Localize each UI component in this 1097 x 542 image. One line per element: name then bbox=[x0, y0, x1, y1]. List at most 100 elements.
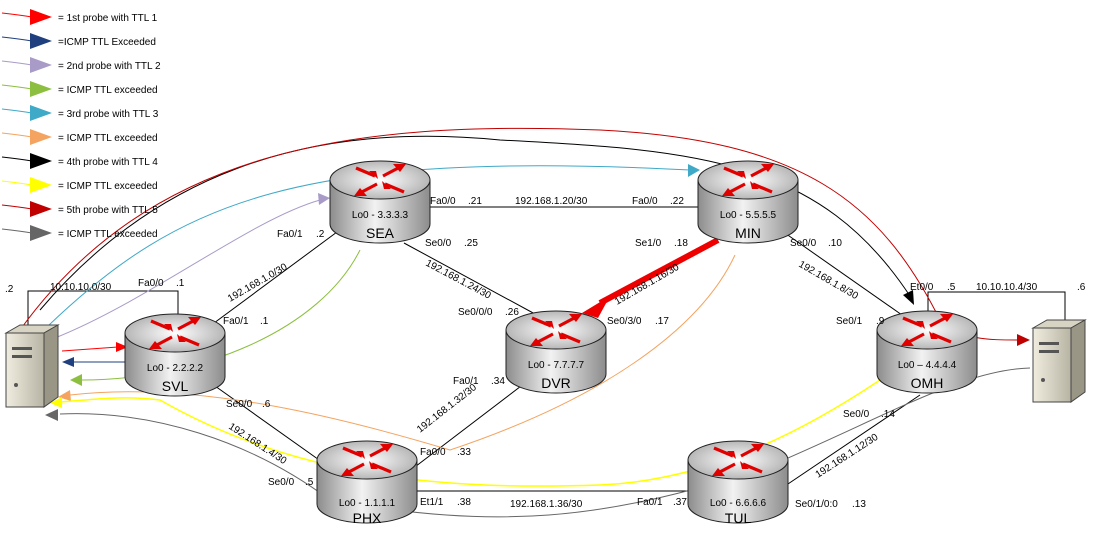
host-left bbox=[4, 324, 60, 408]
min-se00: Se0/0 bbox=[790, 238, 817, 249]
legend-line bbox=[1, 156, 33, 162]
svl-se00-addr: .6 bbox=[262, 399, 271, 410]
dvr-fa01-addr: .34 bbox=[491, 376, 505, 387]
sea-fa01: Fa0/1 bbox=[277, 229, 303, 240]
router-svl-name: SVL bbox=[162, 378, 189, 394]
dvr-se030-addr: .17 bbox=[655, 316, 669, 327]
dvr-fa01: Fa0/1 bbox=[453, 376, 479, 387]
sea-fa01-addr: .2 bbox=[316, 229, 325, 240]
router-dvr: Lo0 - 7.7.7.7 DVR bbox=[504, 309, 608, 395]
net-min-dvr: 192.168.1.16/30 bbox=[613, 262, 681, 308]
router-phx-loopback: Lo0 - 1.1.1.1 bbox=[339, 498, 396, 509]
legend-label: =ICMP TTL Exceeded bbox=[58, 37, 156, 48]
host-right bbox=[1031, 319, 1087, 403]
router-phx-name: PHX bbox=[353, 510, 382, 526]
legend-line bbox=[1, 108, 33, 114]
legend-arrow-icon bbox=[30, 57, 52, 73]
min-se00-addr: .10 bbox=[828, 238, 842, 249]
legend-arrow-icon bbox=[30, 9, 52, 25]
legend-label: = 3rd probe with TTL 3 bbox=[58, 109, 159, 120]
min-fa00-addr: .22 bbox=[670, 196, 684, 207]
router-min-loopback: Lo0 - 5.5.5.5 bbox=[720, 210, 777, 221]
legend-arrow-icon bbox=[30, 153, 52, 169]
omh-et00: Et0/0 bbox=[910, 282, 934, 293]
legend-item: = 4th probe with TTL 4 bbox=[1, 153, 158, 169]
omh-se00: Se0/0 bbox=[843, 409, 870, 420]
legend-item: = 2nd probe with TTL 2 bbox=[1, 57, 161, 73]
omh-se01: Se0/1 bbox=[836, 316, 863, 327]
legend-line bbox=[1, 60, 33, 66]
tul-fa01-addr: .37 bbox=[673, 497, 687, 508]
legend-arrow-icon bbox=[30, 177, 52, 193]
net-dvr-phx: 192.168.1.32/30 bbox=[415, 382, 479, 435]
router-sea: Lo0 - 3.3.3.3 SEA bbox=[328, 159, 432, 245]
legend-arrow-icon bbox=[30, 33, 52, 49]
phx-et11: Et1/1 bbox=[420, 497, 444, 508]
link-lines bbox=[27, 206, 1066, 492]
router-sea-name: SEA bbox=[366, 225, 395, 241]
trace-paths bbox=[19, 127, 1031, 518]
router-min-name: MIN bbox=[735, 225, 761, 241]
min-fa00: Fa0/0 bbox=[632, 196, 658, 207]
dvr-se030: Se0/3/0 bbox=[607, 316, 642, 327]
tul-se010-addr: .13 bbox=[852, 499, 866, 510]
net-omh-tul: 192.168.1.12/30 bbox=[814, 432, 881, 481]
legend-label: = ICMP TTL exceeded bbox=[58, 133, 158, 144]
legend-item: = ICMP TTL exceeded bbox=[1, 81, 158, 97]
net-left: 10.10.10.0/30 bbox=[50, 282, 112, 293]
legend-line bbox=[1, 12, 33, 18]
sea-fa00-addr: .21 bbox=[468, 196, 482, 207]
legend-label: = 2nd probe with TTL 2 bbox=[58, 61, 161, 72]
net-min-omh: 192.168.1.8/30 bbox=[797, 259, 861, 302]
legend-label: = ICMP TTL exceeded bbox=[58, 229, 158, 240]
svl-fa00: Fa0/0 bbox=[138, 278, 164, 289]
phx-fa00-addr: .33 bbox=[457, 447, 471, 458]
net-sea-dvr: 192.168.1.24/30 bbox=[424, 258, 493, 302]
legend-label: = 5th probe with TTL 5 bbox=[58, 205, 158, 216]
sea-se00-addr: .25 bbox=[464, 238, 478, 249]
omh-se00-addr: .14 bbox=[881, 409, 895, 420]
legend-item: = ICMP TTL exceeded bbox=[1, 177, 158, 193]
phx-et11-addr: .38 bbox=[457, 497, 471, 508]
router-tul-loopback: Lo0 - 6.6.6.6 bbox=[710, 498, 767, 509]
omh-et00-addr: .5 bbox=[947, 282, 956, 293]
router-svl-loopback: Lo0 - 2.2.2.2 bbox=[147, 363, 204, 374]
legend-line bbox=[1, 180, 33, 186]
legend-item: =ICMP TTL Exceeded bbox=[1, 33, 156, 49]
router-dvr-name: DVR bbox=[541, 375, 571, 391]
omh-se01-addr: .9 bbox=[876, 316, 885, 327]
probe-arrow-min-dvr bbox=[582, 237, 720, 318]
legend-item: = 5th probe with TTL 5 bbox=[1, 201, 158, 217]
router-omh-name: OMH bbox=[911, 375, 944, 391]
sea-fa00: Fa0/0 bbox=[430, 196, 456, 207]
svl-se00: Se0/0 bbox=[226, 399, 253, 410]
legend-line bbox=[1, 228, 33, 234]
svl-fa00-addr: .1 bbox=[176, 278, 185, 289]
host-right-addr: .6 bbox=[1077, 282, 1086, 293]
legend-label: = ICMP TTL exceeded bbox=[58, 85, 158, 96]
svl-fa01-addr: .1 bbox=[260, 316, 269, 327]
net-svl-sea: 192.168.1.0/30 bbox=[226, 261, 290, 304]
net-phx-tul: 192.168.1.36/30 bbox=[510, 499, 583, 510]
legend-label: = ICMP TTL exceeded bbox=[58, 181, 158, 192]
net-svl-phx: 192.168.1.4/30 bbox=[226, 421, 288, 467]
phx-se00: Se0/0 bbox=[268, 477, 295, 488]
router-min: Lo0 - 5.5.5.5 MIN bbox=[696, 159, 800, 245]
legend-item: = ICMP TTL exceeded bbox=[1, 225, 158, 241]
legend-label: = 4th probe with TTL 4 bbox=[58, 157, 158, 168]
router-omh-loopback: Lo0 – 4.4.4.4 bbox=[898, 360, 957, 371]
router-tul-name: TUL bbox=[725, 510, 752, 526]
phx-fa00: Fa0/0 bbox=[420, 447, 446, 458]
legend-label: = 1st probe with TTL 1 bbox=[58, 13, 158, 24]
tul-fa01: Fa0/1 bbox=[637, 497, 663, 508]
router-sea-loopback: Lo0 - 3.3.3.3 bbox=[352, 210, 409, 221]
router-phx: Lo0 - 1.1.1.1 PHX bbox=[315, 439, 419, 526]
router-svl: Lo0 - 2.2.2.2 SVL bbox=[123, 312, 227, 398]
phx-se00-addr: .5 bbox=[305, 477, 314, 488]
legend-item: = 1st probe with TTL 1 bbox=[1, 9, 158, 25]
legend-line bbox=[1, 84, 33, 90]
host-left-addr: .2 bbox=[5, 284, 14, 295]
net-right: 10.10.10.4/30 bbox=[976, 282, 1038, 293]
router-tul: Lo0 - 6.6.6.6 TUL bbox=[686, 439, 790, 526]
legend-line bbox=[1, 204, 33, 210]
